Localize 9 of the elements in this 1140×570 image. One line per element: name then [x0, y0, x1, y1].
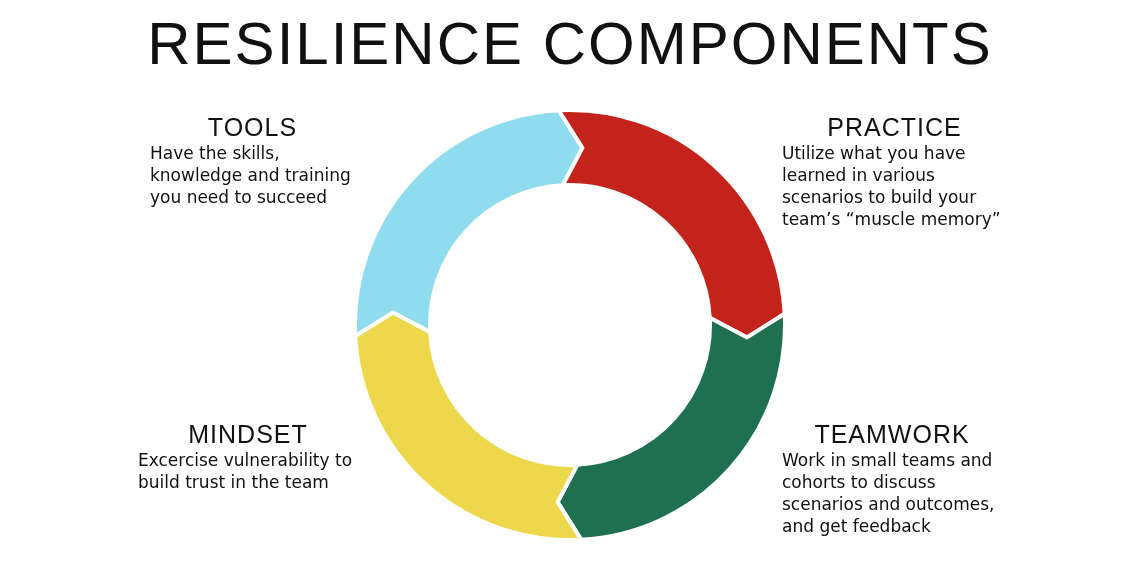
title: RESILIENCE COMPONENTS: [146, 9, 994, 79]
component-heading: TEAMWORK: [813, 419, 971, 449]
component-heading: MINDSET: [187, 419, 309, 449]
component-description: Work in small teams and cohorts to discuss scenarios and outcomes, and get feedback: [782, 449, 996, 537]
component-heading: PRACTICE: [826, 112, 963, 142]
component-description: Utilize what you have learned in various scenarios to build your team’s “muscle memory”: [782, 142, 1002, 230]
component-description: Excercise vulnerability to build trust in the team: [138, 449, 354, 493]
component-heading: TOOLS: [206, 112, 299, 142]
component-description: Have the skills, knowledge and training you need to succeed: [150, 142, 352, 208]
